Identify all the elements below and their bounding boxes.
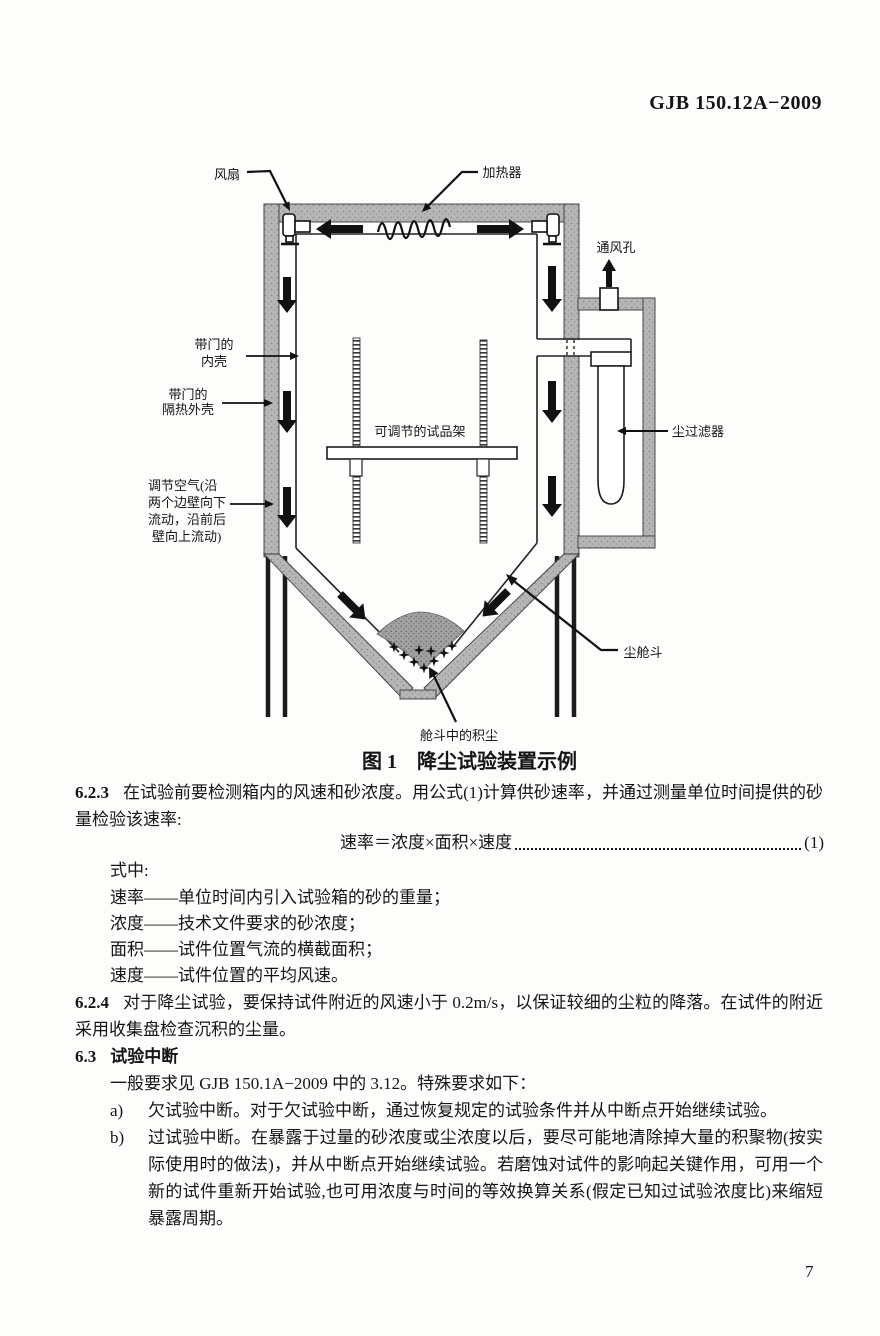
downflow-arrows-right [542, 266, 562, 517]
list-item-a-text: 欠试验中断。对于欠试验中断，通过恢复规定的试验条件并从中断点开始继续试验。 [148, 1101, 777, 1120]
section-number-6-2-3: 6.2.3 [75, 783, 109, 802]
flow-arrow-left [316, 219, 363, 239]
vent-label: 通风孔 [596, 240, 635, 255]
hopper-callout: 尘舱斗 [506, 574, 663, 660]
inner-shell [295, 233, 538, 653]
section-number-6-2-4: 6.2.4 [75, 993, 109, 1012]
list-item-b: b) 过试验中断。在暴露于过量的砂浓度或尘浓度以后，要尽可能地清除掉大量的积聚物… [110, 1124, 823, 1232]
formula-number: (1) [804, 833, 824, 852]
hopper-flow-arrow-right [482, 588, 511, 617]
list-item-a: a) 欠试验中断。对于欠试验中断，通过恢复规定的试验条件并从中断点开始继续试验。 [110, 1097, 823, 1124]
dust-in-hopper-label: 舱斗中的积尘 [420, 728, 498, 743]
svg-text:内壳: 内壳 [201, 354, 227, 369]
dust-filter-label: 尘过滤器 [672, 424, 724, 439]
outer-shell-callout: 带门的 隔热外壳 [162, 387, 273, 417]
downflow-arrows-left [277, 277, 297, 528]
paragraph-6-3-intro: 一般要求见 GJB 150.1A−2009 中的 3.12。特殊要求如下： [110, 1074, 537, 1093]
svg-text:调节空气(沿: 调节空气(沿 [148, 478, 217, 493]
heater-callout: 加热器 [422, 165, 522, 212]
formula-dot-leader [515, 848, 802, 850]
fan-icon-left [281, 213, 311, 246]
dust-in-hopper-callout: 舱斗中的积尘 [420, 667, 498, 743]
svg-text:带门的: 带门的 [194, 337, 233, 352]
duct-to-filter [537, 338, 632, 357]
list-item-b-text: 过试验中断。在暴露于过量的砂浓度或尘浓度以后，要尽可能地清除掉大量的积聚物(按实… [148, 1128, 823, 1228]
heading-6-3: 6.3 试验中断 [75, 1043, 178, 1070]
fan-label: 风扇 [214, 167, 240, 182]
dust-filter-tube [590, 351, 632, 505]
formula-1: 速率＝浓度×面积×速度 (1) [340, 829, 824, 856]
inner-shell-callout: 带门的 内壳 [194, 337, 299, 369]
filter-box [577, 297, 656, 549]
flow-arrow-right [477, 219, 524, 239]
vent-up-arrow [602, 259, 616, 287]
svg-text:壁向上流动): 壁向上流动) [152, 529, 221, 544]
list-item-a-marker: a) [110, 1101, 124, 1120]
dust-filter-callout: 尘过滤器 [617, 424, 724, 439]
specimen-rack [326, 337, 518, 544]
dust-pile [376, 611, 465, 671]
heater-coil [376, 218, 452, 241]
hopper-label: 尘舱斗 [623, 645, 662, 660]
definition-rate: 速率——单位时间内引入试验箱的砂的重量； [110, 888, 450, 907]
definition-concentration: 浓度——技术文件要求的砂浓度； [110, 914, 365, 933]
where-label: 式中: [110, 861, 149, 880]
heater-label: 加热器 [482, 165, 521, 180]
document-number: GJB 150.12A−2009 [649, 92, 822, 114]
insulated-outer-shell [262, 203, 581, 700]
svg-text:两个边壁向下: 两个边壁向下 [148, 495, 226, 510]
chamber-legs [265, 556, 577, 717]
svg-text:流动，沿前后: 流动，沿前后 [148, 512, 226, 527]
paragraph-6-2-4-text: 对于降尘试验，要保持试件附近的风速小于 0.2m/s，以保证较细的尘粒的降落。在… [75, 993, 823, 1039]
svg-text:隔热外壳: 隔热外壳 [162, 402, 214, 417]
figure-dust-test-apparatus: 可调节的试品架 通风孔 尘过滤器 风扇 加热器 [148, 165, 724, 773]
fan-callout: 风扇 [214, 167, 290, 211]
section-number-6-3: 6.3 [75, 1047, 97, 1066]
hopper-flow-arrow-left [337, 591, 366, 620]
list-item-b-marker: b) [110, 1128, 125, 1147]
page-number: 7 [805, 1262, 814, 1281]
paragraph-6-2-3-text: 在试验前要检测箱内的风速和砂浓度。用公式(1)计算供砂速率，并通过测量单位时间提… [75, 783, 823, 829]
fan-icon-right [531, 213, 561, 246]
definition-area: 面积——试件位置气流的横截面积； [110, 940, 382, 959]
vent-stub [599, 287, 619, 311]
formula-expression: 速率＝浓度×面积×速度 [340, 833, 513, 852]
heading-6-3-title: 试验中断 [110, 1047, 179, 1066]
figure-caption: 图 1 降尘试验装置示例 [362, 749, 577, 773]
conditioned-air-callout: 调节空气(沿 两个边壁向下 流动，沿前后 壁向上流动) [148, 478, 274, 544]
svg-text:带门的: 带门的 [168, 387, 207, 402]
definition-speed: 速度——试件位置的平均风速。 [110, 966, 348, 985]
rack-label: 可调节的试品架 [374, 424, 465, 439]
